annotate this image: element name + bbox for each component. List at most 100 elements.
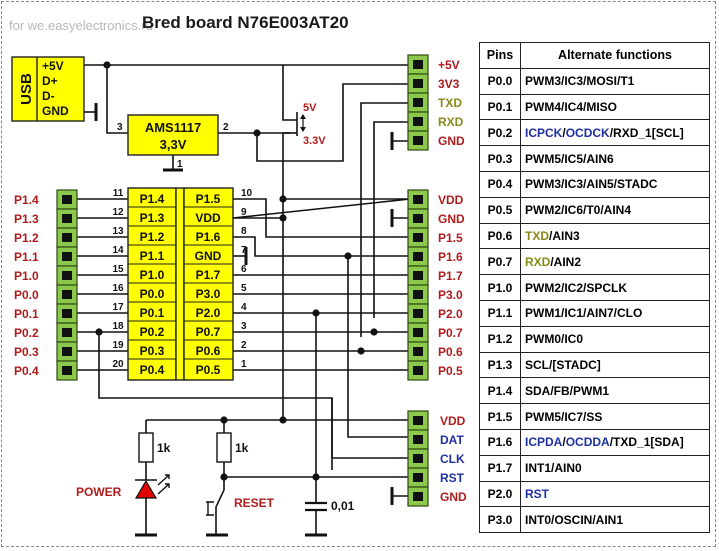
regulator-pin-gnd: 1 [177, 159, 183, 170]
left-header-label: P1.4 [14, 193, 39, 207]
usb-pin-label: D+ [42, 74, 58, 88]
mcu-pin-number: 7 [241, 245, 247, 256]
functions-cell: PWM5/IC7/SS [520, 403, 710, 430]
function-text: INT1/AIN0 [525, 461, 582, 476]
usb-pin-label: +5V [42, 59, 64, 73]
mcu-right-column [183, 187, 234, 381]
resistor-r2 [216, 432, 232, 463]
function-text: OCDCK [565, 125, 610, 140]
table-row: P1.7 INT1/AIN0 [479, 454, 710, 482]
right-header-label: P0.6 [438, 345, 463, 359]
right-header-label: P3.0 [438, 288, 463, 302]
left-header-label: P0.4 [14, 364, 39, 378]
programming-header [407, 410, 429, 507]
mcu-pin-name: P2.0 [196, 306, 221, 320]
junction-dot [103, 61, 111, 69]
header-pin-pad [62, 214, 72, 223]
mcu-pin-name: P0.2 [140, 325, 165, 339]
mcu-pin-number: 1 [241, 359, 247, 370]
pin-cell: P0.5 [479, 196, 521, 224]
functions-cell: RST [520, 480, 710, 508]
pin-cell: P1.6 [479, 428, 521, 456]
wire [256, 83, 410, 162]
function-text: ICPCK [525, 125, 563, 140]
programming-header-label: DAT [440, 433, 464, 447]
right-header-label: GND [438, 212, 465, 226]
mcu-pin-name: VDD [195, 211, 221, 225]
watermark: for we.easyelectronics.ru [9, 18, 153, 33]
wire [360, 102, 410, 337]
wire [215, 462, 225, 535]
function-text: /RXD_1[SCL] [609, 125, 684, 140]
mcu-pin-number: 13 [112, 226, 124, 237]
junction-dot [279, 214, 287, 222]
mcu-pin-name: P1.7 [196, 268, 221, 282]
led-light-rays-icon [157, 474, 170, 495]
capacitor-value: 0,01 [331, 499, 355, 513]
left-header-label: P0.1 [14, 307, 39, 321]
function-text: PWM5/IC5/AIN6 [525, 151, 614, 166]
right-header-label: P2.0 [438, 307, 463, 321]
left-header [56, 189, 78, 381]
pin-cell: P0.2 [479, 119, 521, 147]
header-pin-pad [413, 136, 423, 145]
mcu-pin-name: P0.4 [140, 363, 165, 377]
pin-cell: P1.2 [479, 325, 521, 353]
header-pin-pad [413, 454, 423, 463]
usb-pin-label: D- [42, 89, 55, 103]
right-header-label: P1.6 [438, 250, 463, 264]
function-text: PWM4/IC4/MISO [525, 99, 618, 114]
usb-connector [11, 56, 85, 122]
function-text: SCL/[STADC] [525, 357, 601, 372]
pin-cell: P1.4 [479, 377, 521, 405]
function-text: /AIN3 [549, 228, 580, 243]
programming-header-label: GND [440, 490, 467, 504]
header-pin-pad [413, 347, 423, 356]
pin-cell: P1.7 [479, 454, 521, 482]
diagram-title: Bred board N76E003AT20 [142, 13, 349, 32]
function-text: PWM2/IC2/SPCLK [525, 280, 628, 295]
programming-header-label: RST [440, 471, 465, 485]
left-header-label: P0.2 [14, 326, 39, 340]
mcu-pin-number: 10 [241, 188, 253, 199]
mcu-pin-name: P1.1 [140, 249, 165, 263]
mcu-pin-number: 12 [112, 207, 124, 218]
pin-cell: P1.1 [479, 299, 521, 327]
header-pin-pad [413, 435, 423, 444]
functions-cell: PWM2/IC6/T0/AIN4 [520, 196, 710, 224]
right-header-label: P0.7 [438, 326, 463, 340]
left-header-label: P1.1 [14, 250, 39, 264]
pin-cell: P2.0 [479, 480, 521, 508]
mcu-pin-name: P1.6 [196, 230, 221, 244]
pin-cell: P0.0 [479, 67, 521, 95]
led-label: POWER [76, 485, 122, 499]
regulator-voltage: 3,3V [160, 137, 187, 152]
header-pin-pad [62, 271, 72, 280]
header-pin-pad [413, 79, 423, 88]
header-pin-pad [413, 98, 423, 107]
function-text: /TXD_1[SDA] [609, 435, 684, 450]
power-header [407, 54, 429, 151]
function-text: TXD [525, 228, 549, 243]
mcu-pin-name: P1.3 [140, 211, 165, 225]
wires [70, 64, 411, 535]
functions-cell: PWM3/IC3/AIN5/STADC [520, 170, 710, 198]
jumper-label-3v3: 3.3V [303, 135, 326, 147]
functions-cell: INT0/OSCIN/AIN1 [520, 506, 710, 534]
functions-cell: PWM0/IC0 [520, 325, 710, 353]
mcu-pin-name: P1.4 [140, 192, 165, 206]
functions-cell: PWM5/IC5/AIN6 [520, 145, 710, 172]
function-text: RXD [525, 254, 551, 269]
mcu-pin-name: P1.2 [140, 230, 165, 244]
junction-dot [312, 473, 320, 481]
